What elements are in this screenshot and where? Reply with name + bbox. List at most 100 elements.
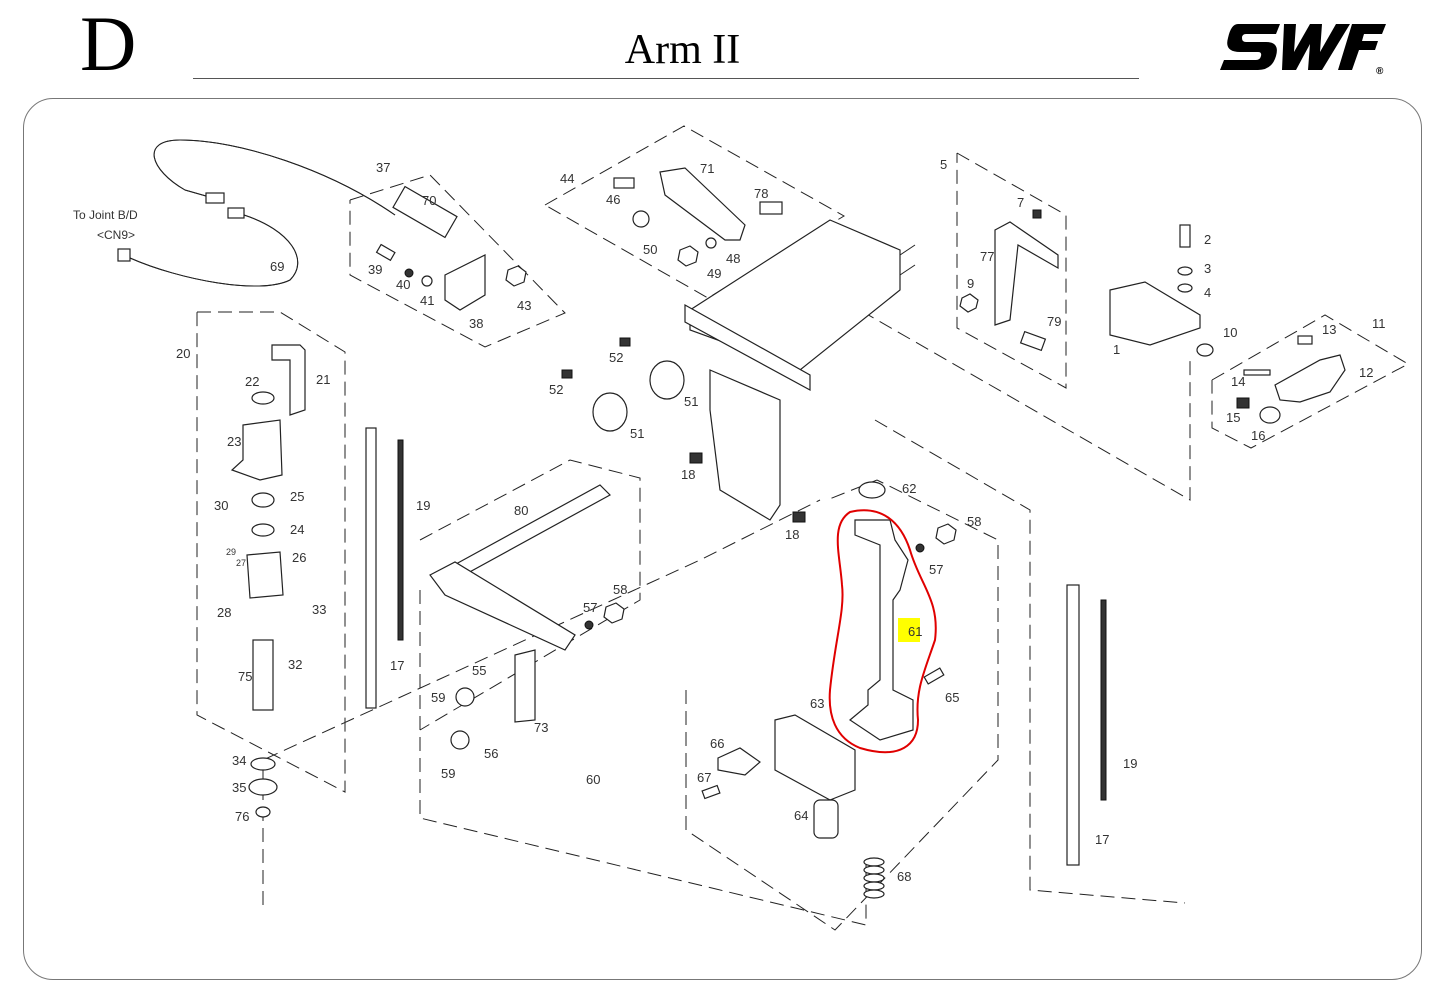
callout-part-33: 33 xyxy=(312,602,326,617)
roller-15 xyxy=(1236,397,1250,409)
group-63-boundary xyxy=(685,479,999,931)
group-44-boundary xyxy=(544,125,845,299)
washer-40 xyxy=(404,268,414,278)
callout-part-12: 12 xyxy=(1359,365,1373,380)
callout-part-80: 80 xyxy=(514,503,528,518)
roller-16 xyxy=(1259,406,1281,424)
section-letter: D xyxy=(80,0,137,87)
callout-part-77: 77 xyxy=(980,249,994,264)
callout-part-19: 19 xyxy=(416,498,430,513)
callout-part-11: 11 xyxy=(1372,316,1386,331)
rod-17-right xyxy=(1066,584,1080,866)
frame-upright xyxy=(709,369,781,521)
setscrew-52a xyxy=(619,337,631,347)
cable-69 xyxy=(117,139,396,287)
callout-part-41: 41 xyxy=(420,293,434,308)
nut-49 xyxy=(677,245,699,267)
callout-part-20: 20 xyxy=(176,346,190,361)
bushing-76 xyxy=(255,806,271,818)
callout-part-48: 48 xyxy=(726,251,740,266)
screw-46 xyxy=(613,177,635,189)
callout-part-9: 9 xyxy=(967,276,974,291)
callout-part-13: 13 xyxy=(1322,322,1336,337)
callout-part-1: 1 xyxy=(1113,342,1120,357)
washer-3 xyxy=(1177,266,1193,276)
callout-part-35: 35 xyxy=(232,780,246,795)
screw-65 xyxy=(923,667,945,685)
stud-56 xyxy=(450,730,470,750)
group-20-boundary xyxy=(196,311,346,793)
frame-rail xyxy=(684,303,811,392)
callout-part-64: 64 xyxy=(794,808,808,823)
group-11-boundary xyxy=(1211,314,1410,449)
solenoid-70 xyxy=(392,185,458,239)
nut-9 xyxy=(959,293,979,313)
link-71 xyxy=(659,167,746,241)
nut-43 xyxy=(505,265,527,287)
callout-part-23: 23 xyxy=(227,434,241,449)
link-73 xyxy=(514,649,536,723)
washer-57a xyxy=(584,620,594,630)
arm-77-group xyxy=(959,209,1214,357)
callout-part-67: 67 xyxy=(697,770,711,785)
spring-68 xyxy=(863,857,885,899)
washer-48 xyxy=(705,237,717,249)
callout-part-28: 28 xyxy=(217,605,231,620)
screw-67 xyxy=(701,784,721,800)
link-group xyxy=(613,167,783,267)
callout-part-22: 22 xyxy=(245,374,259,389)
block-63 xyxy=(774,714,856,801)
spring-ring-24 xyxy=(251,523,275,537)
setscrew-7 xyxy=(1032,209,1042,219)
callout-part-38: 38 xyxy=(469,316,483,331)
connector-male xyxy=(205,192,225,204)
bracket-21 xyxy=(271,344,306,416)
block-1 xyxy=(1109,281,1201,346)
bushing-25 xyxy=(251,492,275,508)
callout-part-32: 32 xyxy=(288,657,302,672)
callout-part-62: 62 xyxy=(902,481,916,496)
arm-77 xyxy=(994,221,1059,326)
washer-4 xyxy=(1177,283,1193,293)
holder-12-group xyxy=(1236,335,1346,424)
part-61-highlight-outline xyxy=(828,509,937,754)
bushing-51b xyxy=(592,392,628,432)
callout-part-70: 70 xyxy=(422,193,436,208)
washer-34 xyxy=(250,757,276,771)
block-26 xyxy=(246,551,284,599)
screw-13 xyxy=(1297,335,1313,345)
block-63-group xyxy=(701,714,885,899)
callout-part-37: 37 xyxy=(376,160,390,175)
plate-66 xyxy=(717,747,761,776)
callout-part-69: 69 xyxy=(270,259,284,274)
callout-part-71: 71 xyxy=(700,161,714,176)
callout-part-29: 29 xyxy=(226,547,236,557)
callout-part-7: 7 xyxy=(1017,195,1024,210)
stud-55 xyxy=(455,687,475,707)
callout-part-44: 44 xyxy=(560,171,574,186)
title-underline xyxy=(193,78,1139,79)
callout-part-55: 55 xyxy=(472,663,486,678)
callout-part-60: 60 xyxy=(586,772,600,787)
group-37-boundary xyxy=(349,174,566,348)
callout-part-58: 58 xyxy=(613,582,627,597)
callout-part-63: 63 xyxy=(810,696,824,711)
spring-19-right xyxy=(1100,599,1107,801)
callout-part-49: 49 xyxy=(707,266,721,281)
connector-note-line2: <CN9> xyxy=(97,228,135,242)
main-frame xyxy=(684,219,916,521)
callout-part-10: 10 xyxy=(1223,325,1237,340)
callout-part-25: 25 xyxy=(290,489,304,504)
bearing-35 xyxy=(248,778,278,796)
callout-part-18: 18 xyxy=(681,467,695,482)
nut-58b xyxy=(935,523,957,545)
bracket-61-group xyxy=(828,481,957,754)
callout-part-21: 21 xyxy=(316,372,330,387)
rod-17-left xyxy=(365,427,377,709)
washer-50 xyxy=(632,210,650,228)
callout-part-30: 30 xyxy=(214,498,228,513)
rods-and-springs xyxy=(365,427,1107,866)
callout-part-46: 46 xyxy=(606,192,620,207)
callout-part-50: 50 xyxy=(643,242,657,257)
callout-part-57: 57 xyxy=(583,600,597,615)
